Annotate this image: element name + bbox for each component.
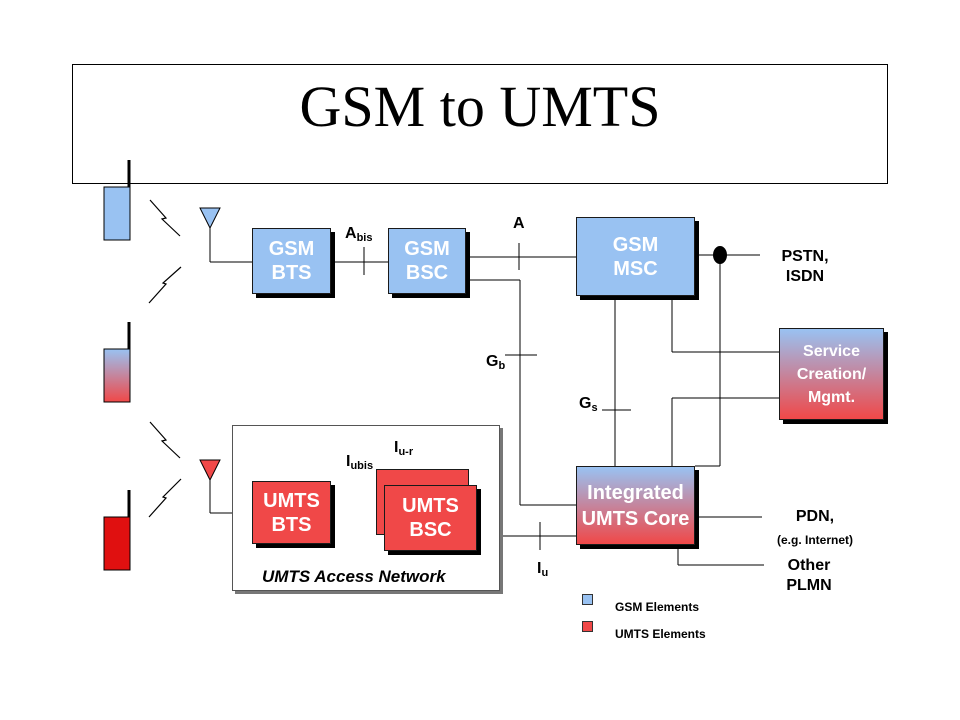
radio-link-icons [148, 199, 182, 518]
junction-dot [713, 246, 727, 264]
umts-access-network-label: UMTS Access Network [262, 567, 446, 586]
phone-dual [103, 322, 131, 403]
legend-umts-swatch [582, 621, 593, 632]
legend-gsm-swatch [582, 594, 593, 605]
umts-bts-block: UMTS BTS [252, 481, 331, 544]
interface-iubis-label: Iubis [346, 453, 374, 472]
pdn-note-label: (e.g. Internet) [776, 533, 853, 547]
service-creation-block: Service Creation/ Mgmt. [779, 328, 884, 420]
interface-gb-label: Gb [486, 353, 506, 372]
interface-a-label: A [513, 215, 525, 232]
interface-iu-label: Iu [537, 560, 549, 579]
gsm-bsc-block: GSM BSC [388, 228, 466, 294]
interface-abis-label: Abis [345, 225, 373, 244]
umts-bsc-block: UMTS BSC [384, 485, 477, 551]
pstn-isdn-label: PSTN, ISDN [781, 248, 829, 285]
pdn-label: PDN, [795, 508, 835, 525]
integrated-umts-core-block: Integrated UMTS Core [576, 466, 695, 545]
other-plmn-label: Other PLMN [786, 557, 832, 594]
legend-gsm-label: GSM Elements [615, 600, 700, 614]
phone-gsm [103, 160, 131, 241]
antenna-icon-gsm [199, 207, 252, 263]
phone-umts [103, 490, 131, 571]
title-box [72, 64, 888, 184]
gsm-bts-block: GSM BTS [252, 228, 331, 294]
diagram-title: GSM to UMTS [299, 74, 661, 139]
gsm-msc-block: GSM MSC [576, 217, 695, 296]
interface-gs-label: Gs [579, 395, 598, 414]
interface-iur-label: Iu-r [394, 439, 414, 458]
antenna-icon-umts [199, 459, 252, 514]
legend-umts-label: UMTS Elements [615, 627, 706, 641]
